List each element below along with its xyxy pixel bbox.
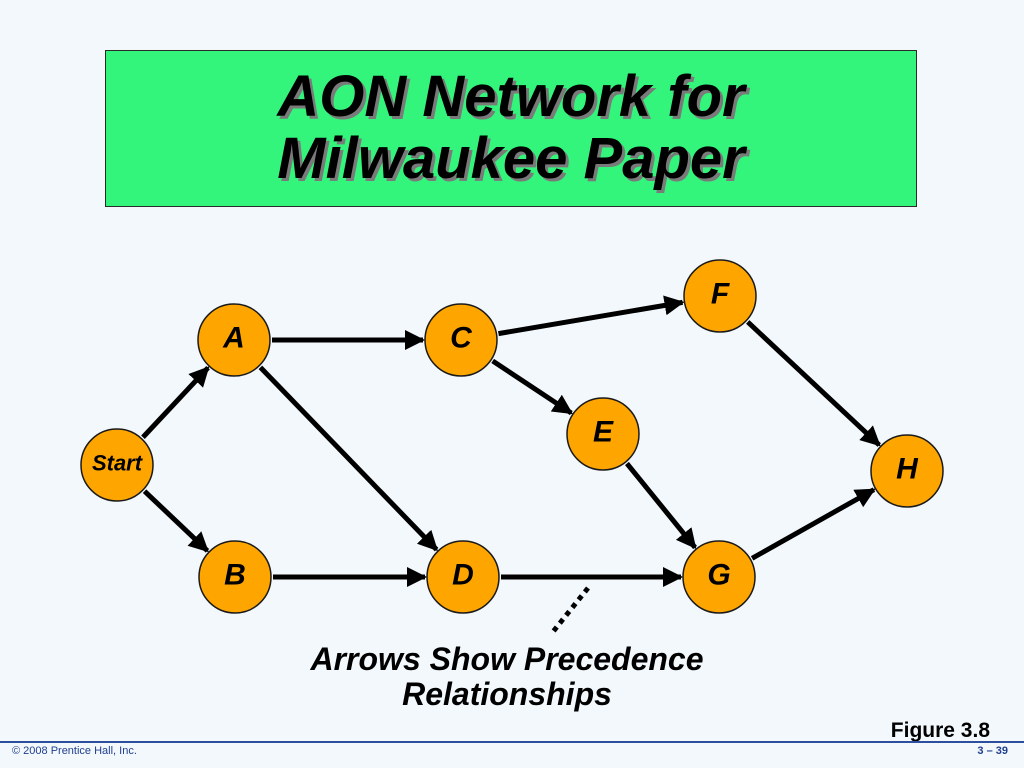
edge-start-to-a bbox=[141, 366, 210, 439]
node-a: A bbox=[197, 303, 271, 377]
title-banner: AON Network for Milwaukee Paper bbox=[105, 50, 917, 207]
node-label-h: H bbox=[896, 453, 919, 486]
node-circle-c bbox=[424, 303, 498, 377]
node-circle-b bbox=[198, 540, 272, 614]
node-h: H bbox=[870, 434, 944, 508]
node-f: F bbox=[683, 259, 757, 333]
caption-pointer bbox=[550, 586, 590, 635]
caption-line-1: Arrows Show Precedence bbox=[310, 641, 704, 677]
title-line-1: AON Network for bbox=[277, 64, 745, 129]
node-label-e: E bbox=[593, 416, 614, 449]
node-label-f: F bbox=[711, 278, 730, 311]
dotted-pointer-line bbox=[550, 586, 590, 635]
edges-layer bbox=[141, 295, 881, 587]
node-circle-g bbox=[682, 540, 756, 614]
node-circle-e bbox=[566, 397, 640, 471]
edge-f-to-h bbox=[746, 320, 881, 447]
edge-e-to-g bbox=[624, 461, 698, 550]
node-g: G bbox=[682, 540, 756, 614]
edge-c-to-f bbox=[498, 295, 685, 337]
node-e: E bbox=[566, 397, 640, 471]
node-d: D bbox=[426, 540, 500, 614]
copyright-text: © 2008 Prentice Hall, Inc. bbox=[12, 745, 137, 757]
node-circle-d bbox=[426, 540, 500, 614]
caption-line-2: Relationships bbox=[402, 676, 612, 712]
node-circle-h bbox=[870, 434, 944, 508]
edge-a-to-d bbox=[258, 365, 439, 552]
node-label-g: G bbox=[707, 559, 730, 592]
node-c: C bbox=[424, 303, 498, 377]
node-circle-start bbox=[80, 428, 154, 502]
node-label-d: D bbox=[452, 559, 474, 592]
nodes-layer: Start A B C D E F G H bbox=[80, 259, 944, 614]
node-label-start: Start bbox=[92, 451, 144, 476]
edge-c-to-e bbox=[491, 358, 573, 416]
title-line-2: Milwaukee Paper bbox=[277, 126, 745, 191]
edge-start-to-b bbox=[142, 489, 210, 553]
node-label-b: B bbox=[224, 559, 246, 592]
footer-divider bbox=[0, 741, 1024, 743]
page-number: 3 – 39 bbox=[977, 745, 1008, 757]
node-circle-a bbox=[197, 303, 271, 377]
figure-label: Figure 3.8 bbox=[890, 719, 990, 742]
node-label-c: C bbox=[450, 322, 473, 355]
node-start: Start bbox=[80, 428, 154, 502]
node-label-a: A bbox=[222, 322, 245, 355]
node-circle-f bbox=[683, 259, 757, 333]
node-b: B bbox=[198, 540, 272, 614]
edge-g-to-h bbox=[750, 487, 876, 561]
